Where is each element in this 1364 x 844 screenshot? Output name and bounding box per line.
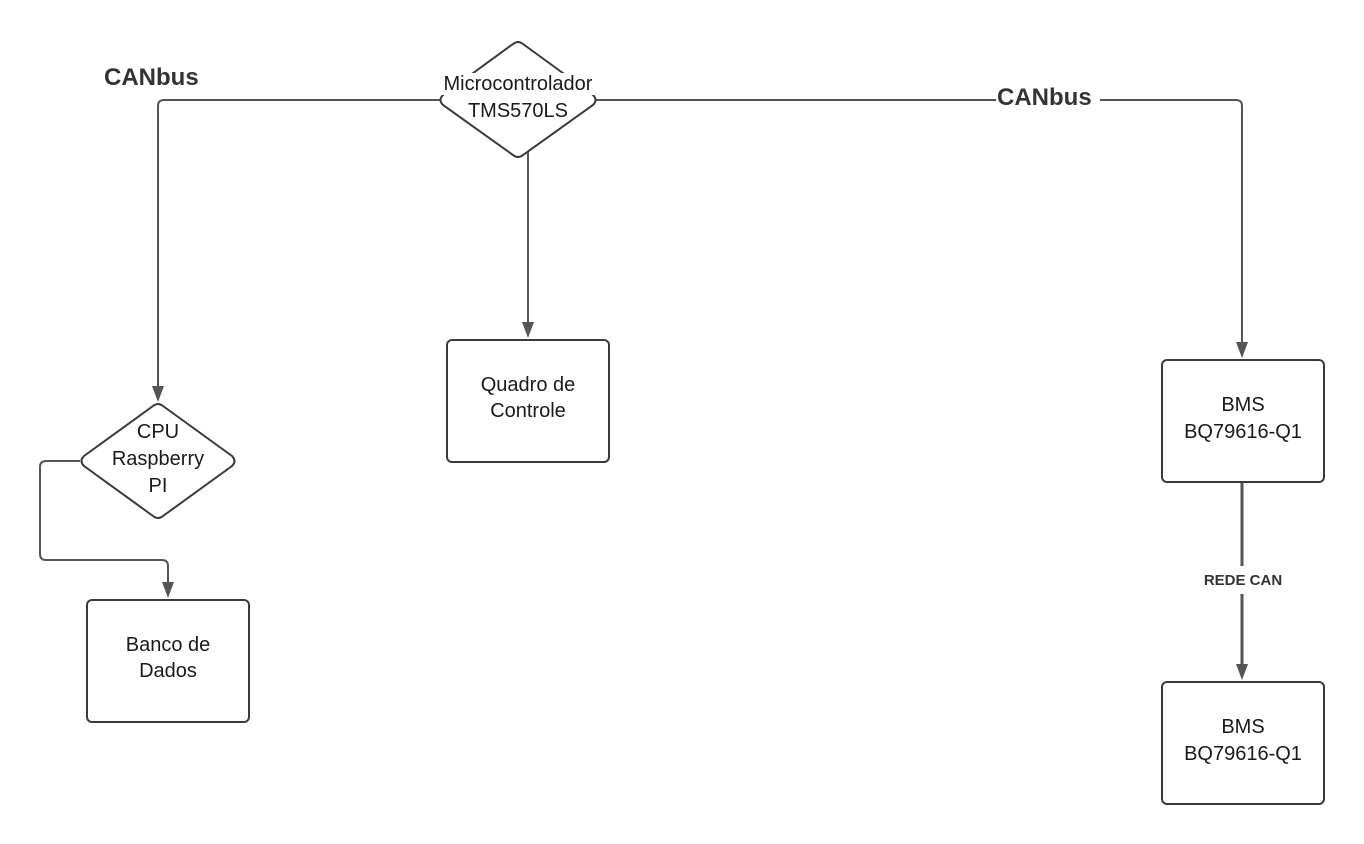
bms-2-box [1161,681,1325,805]
database-label-line2: Dados [139,660,197,682]
canbus-label-left: CANbus [104,64,199,91]
arrowhead-cpu [152,386,164,402]
cpu-label-line2: Raspberry [112,448,204,470]
control-panel-label-line2: Controle [490,400,566,422]
edge-cpu-to-database [39,460,169,584]
cpu-node[interactable]: CPU Raspberry PI [80,403,236,519]
bms-1-box [1161,359,1325,483]
cpu-label-line1: CPU [137,421,179,443]
control-panel-label-line1: Quadro de [481,374,576,396]
database-label-line1: Banco de [126,634,211,656]
microcontroller-diamond [439,41,597,158]
database-box [86,599,250,723]
cpu-label-line3: PI [149,475,168,497]
bms-1-node[interactable]: BMS BQ79616-Q1 [1161,359,1325,483]
control-panel-node[interactable]: Quadro de Controle [446,339,610,463]
arrowhead-control-panel [522,322,534,338]
edge-mcu-to-cpu [157,99,440,388]
microcontroller-label-line1: Microcontrolador [444,73,593,95]
canbus-label-right-bg [996,86,1100,112]
microcontroller-label-bg [434,73,602,95]
edge-mcu-to-bms1 [596,99,1243,344]
rede-can-label: REDE CAN [1204,572,1282,589]
microcontroller-node[interactable]: Microcontrolador TMS570LS [434,41,602,158]
bms-2-node[interactable]: BMS BQ79616-Q1 [1161,681,1325,805]
bms-1-label-line1: BMS [1221,394,1264,416]
bms-2-label-line1: BMS [1221,716,1264,738]
arrowhead-database [162,582,174,598]
arrowhead-bms2 [1236,664,1248,680]
cpu-diamond [80,403,236,519]
canbus-label-right: CANbus [997,84,1092,111]
bms-1-label-line2: BQ79616-Q1 [1184,421,1302,443]
arrowhead-bms1 [1236,342,1248,358]
microcontroller-label-line2: TMS570LS [468,100,568,122]
control-panel-box [446,339,610,463]
database-node[interactable]: Banco de Dados [86,599,250,723]
bms-2-label-line2: BQ79616-Q1 [1184,743,1302,765]
